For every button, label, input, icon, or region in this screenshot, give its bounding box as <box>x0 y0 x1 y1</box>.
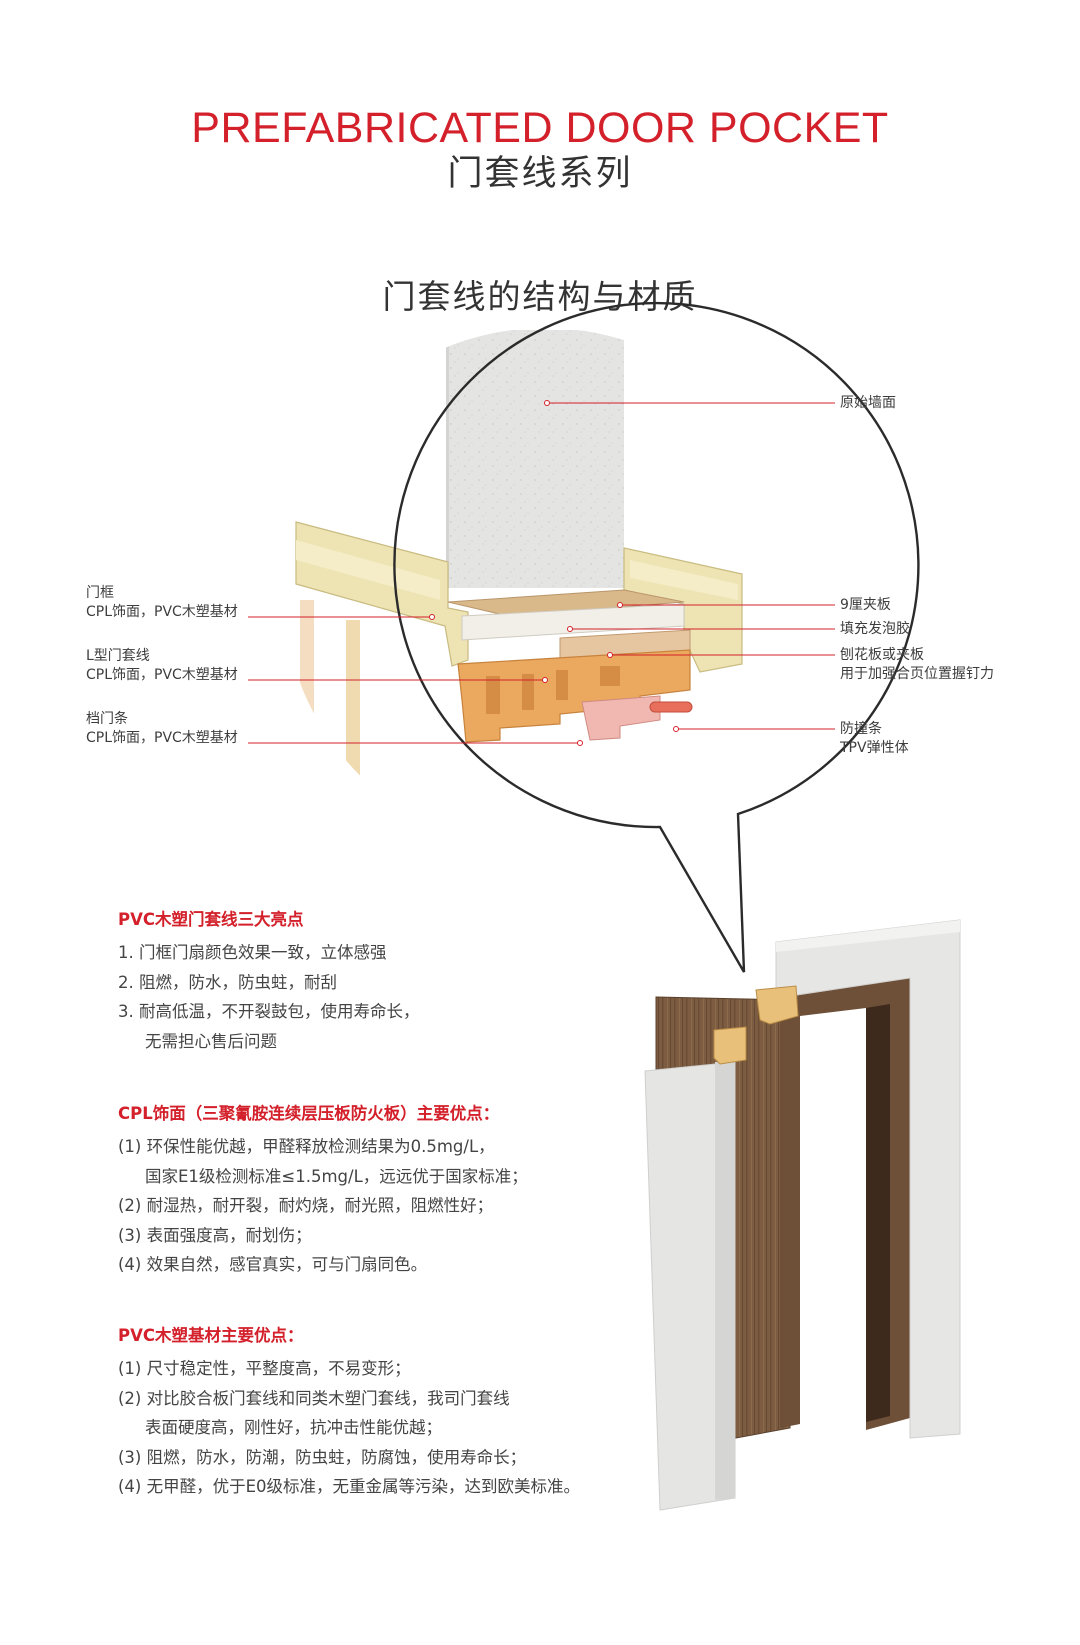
leader-lines <box>248 402 835 744</box>
label-bumper-strip-material: TPV弹性体 <box>840 740 909 756</box>
door-leaf <box>656 997 790 1440</box>
pvc-item: (1) 尺寸稳定性，平整度高，不易变形； <box>118 1359 411 1378</box>
foam-layer <box>461 603 685 641</box>
label-l-casing: L型门套线 CPL饰面，PVC木塑基材 <box>86 647 238 685</box>
cpl-item: (4) 效果自然，感官真实，可与门扇同色。 <box>118 1255 428 1274</box>
pvc-item: (3) 阻燃，防水，防潮，防虫蛀，防腐蚀，使用寿命长； <box>118 1447 527 1467</box>
highlights-item: 1. 门框门扇颜色效果一致，立体感强 <box>118 943 387 962</box>
label-l-casing-material: CPL饰面，PVC木塑基材 <box>86 667 238 683</box>
label-plywood: 9厘夹板 <box>840 596 891 615</box>
l-casing-profile <box>457 649 691 743</box>
pvc-item: (4) 无甲醛，优于E0级标准，无重金属等污染，达到欧美标准。 <box>118 1477 581 1496</box>
highlights-block: PVC木塑门套线三大亮点 1. 门框门扇颜色效果一致，立体感强 2. 阻燃，防水… <box>118 908 420 1056</box>
label-door-stop-material: CPL饰面，PVC木塑基材 <box>86 730 238 746</box>
label-door-frame: 门框 CPL饰面，PVC木塑基材 <box>86 584 238 622</box>
label-bumper-strip-name: 防撞条 <box>840 721 882 737</box>
plywood-layer <box>447 589 685 617</box>
label-original-wall-name: 原始墙面 <box>840 395 896 411</box>
label-plywood-name: 9厘夹板 <box>840 597 891 613</box>
label-door-stop: 档门条 CPL饰面，PVC木塑基材 <box>86 710 238 748</box>
door-stop-profile <box>581 695 661 741</box>
door-casing <box>780 978 910 1430</box>
highlights-item: 无需担心售后问题 <box>145 1031 277 1051</box>
label-door-stop-name: 档门条 <box>86 711 128 727</box>
page-subtitle: 门套线系列 <box>447 154 633 194</box>
cpl-item: (2) 耐湿热，耐开裂，耐灼烧，耐光照，阻燃性好； <box>118 1196 494 1215</box>
highlights-item: 3. 耐高低温，不开裂鼓包，使用寿命长， <box>118 1002 420 1021</box>
label-particle-board-name: 刨花板或夹板 <box>840 647 924 663</box>
zoom-callout <box>283 301 920 973</box>
cpl-item: (1) 环保性能优越，甲醛释放检测结果为0.5mg/L， <box>118 1137 495 1156</box>
label-l-casing-name: L型门套线 <box>86 648 150 664</box>
pvc-item: (2) 对比胶合板门套线和同类木塑门套线，我司门套线 <box>118 1388 510 1408</box>
pvc-title: PVC木塑基材主要优点： <box>118 1326 304 1345</box>
top-profile-cut <box>755 985 799 1025</box>
cpl-item: (3) 表面强度高，耐划伤； <box>118 1225 312 1245</box>
label-bumper-strip: 防撞条 TPV弹性体 <box>840 720 909 758</box>
label-door-frame-name: 门框 <box>86 585 114 601</box>
label-door-frame-material: CPL饰面，PVC木塑基材 <box>86 604 238 620</box>
pvc-item: 表面硬度高，刚性好，抗冲击性能优越； <box>145 1418 442 1437</box>
label-particle-board-note: 用于加强合页位置握钉力 <box>840 666 994 682</box>
front-profile-cut <box>713 1026 747 1065</box>
door-illustration <box>644 919 961 1511</box>
label-foam: 填充发泡胶 <box>840 620 910 639</box>
section-title: 门套线的结构与材质 <box>382 277 698 316</box>
highlights-title: PVC木塑门套线三大亮点 <box>118 910 304 929</box>
label-particle-board: 刨花板或夹板 用于加强合页位置握钉力 <box>840 646 994 684</box>
cpl-block: CPL饰面（三聚氰胺连续层压板防火板）主要优点： (1) 环保性能优越，甲醛释放… <box>118 1102 528 1280</box>
label-original-wall: 原始墙面 <box>840 394 896 413</box>
label-foam-name: 填充发泡胶 <box>840 621 910 637</box>
page-title: PREFABRICATED DOOR POCKET <box>191 104 889 152</box>
highlights-item: 2. 阻燃，防水，防虫蛀，耐刮 <box>118 972 337 992</box>
pvc-block: PVC木塑基材主要优点： (1) 尺寸稳定性，平整度高，不易变形； (2) 对比… <box>118 1324 580 1502</box>
leader-dots <box>429 400 679 746</box>
bumper-strip <box>649 701 693 713</box>
cpl-title: CPL饰面（三聚氰胺连续层压板防火板）主要优点： <box>118 1104 500 1123</box>
cpl-item: 国家E1级检测标准≤1.5mg/L，远远优于国家标准； <box>145 1166 528 1186</box>
wall-section <box>448 330 624 588</box>
